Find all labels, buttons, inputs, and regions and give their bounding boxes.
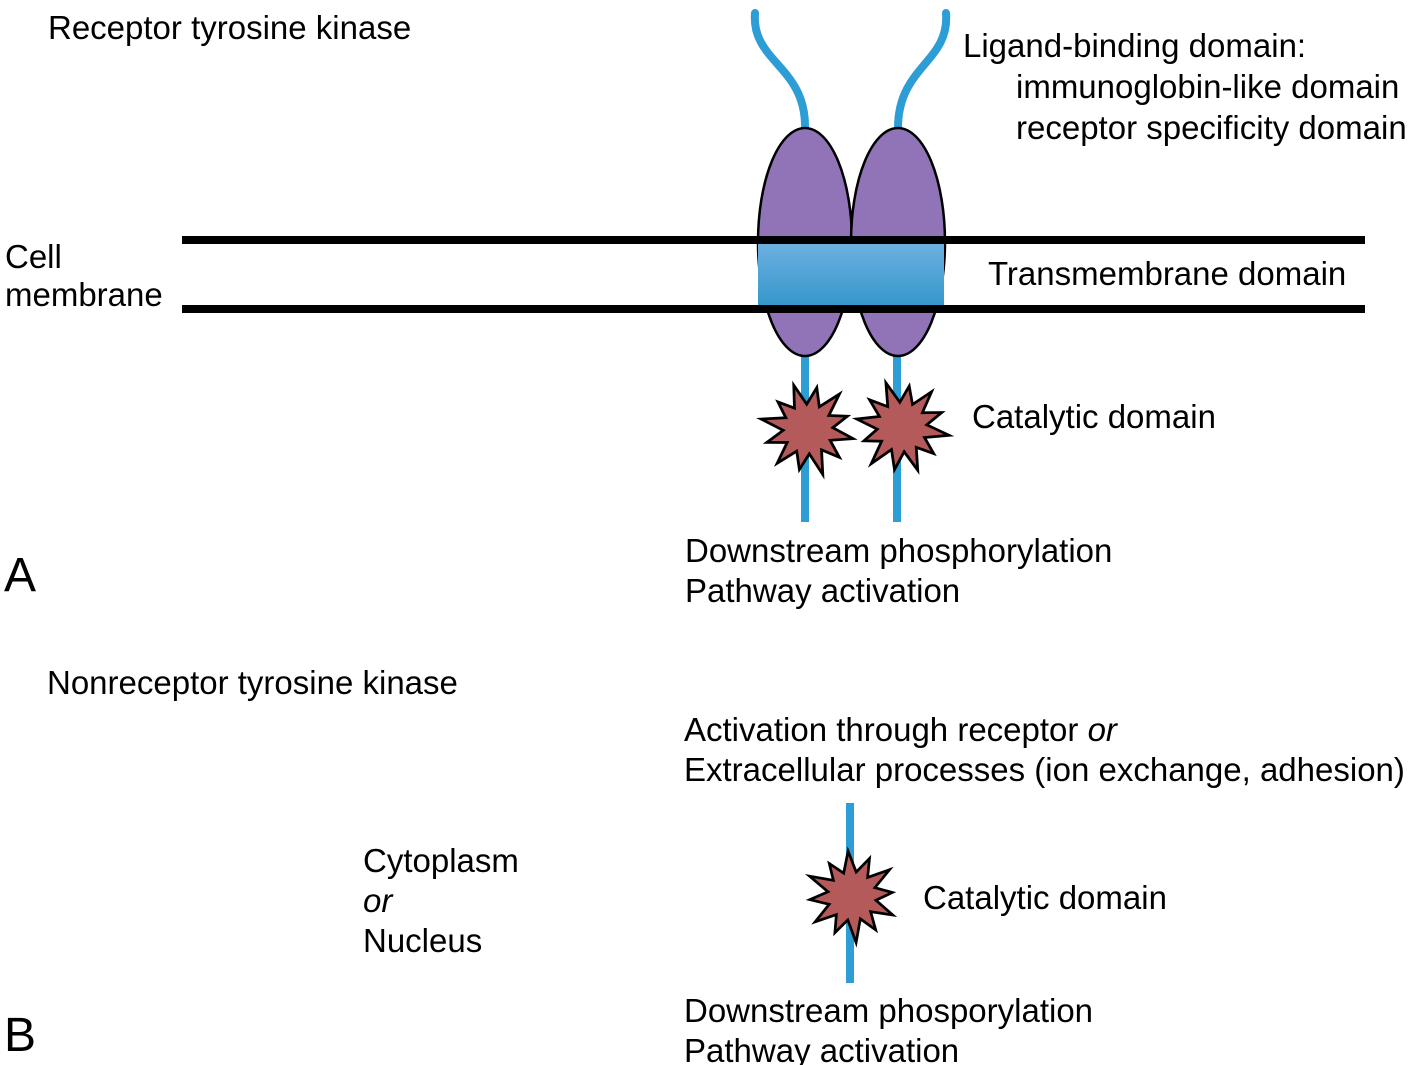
ligand-binding-label: Ligand-binding domain: immunoglobin-like… (963, 25, 1407, 148)
location-label: Cytoplasm or Nucleus (363, 841, 519, 961)
activation-line2: Extracellular processes (ion exchange, a… (684, 751, 1405, 788)
panel-b-letter: B (4, 1009, 37, 1062)
location-nucleus: Nucleus (363, 922, 483, 959)
downstream-b-line1: Downstream phosporylation (684, 992, 1094, 1029)
location-or: or (363, 882, 393, 919)
transmembrane-domain-box (758, 236, 944, 313)
location-cytoplasm: Cytoplasm (363, 842, 519, 879)
downstream-b-line2: Pathway activation (684, 1032, 960, 1065)
downstream-label-b: Downstream phosporylation Pathway activa… (684, 991, 1093, 1065)
panel-a-title: Receptor tyrosine kinase (48, 9, 412, 46)
panel-a-letter: A (4, 549, 37, 602)
catalytic-domain-star-a-right-icon (837, 363, 965, 492)
downstream-a-line2: Pathway activation (685, 572, 961, 609)
cell-membrane-label: Cell membrane (5, 238, 163, 314)
activation-label: Activation through receptor or Extracell… (684, 710, 1405, 790)
downstream-label-a: Downstream phosphorylation Pathway activ… (685, 531, 1112, 611)
cell-membrane-label-line2: membrane (5, 276, 163, 313)
cell-membrane-label-line1: Cell (5, 238, 62, 275)
ligand-binding-item-immunoglobin: immunoglobin-like domain (1016, 68, 1400, 105)
activation-line1-or: or (1087, 711, 1117, 748)
activation-line1: Activation through receptor or (684, 710, 1405, 750)
catalytic-domain-label-a: Catalytic domain (972, 398, 1216, 435)
ligand-chain-right-icon (894, 9, 951, 132)
catalytic-domain-label-b: Catalytic domain (923, 879, 1167, 916)
activation-line1-text: Activation through receptor (684, 711, 1088, 748)
downstream-a-line1: Downstream phosphorylation (685, 532, 1113, 569)
ligand-chain-left-icon (750, 9, 810, 132)
ligand-binding-item-specificity: receptor specificity domain (1016, 109, 1407, 146)
ligand-binding-heading: Ligand-binding domain: (963, 27, 1307, 64)
transmembrane-domain-label: Transmembrane domain (988, 255, 1347, 292)
panel-b-title: Nonreceptor tyrosine kinase (47, 664, 458, 701)
